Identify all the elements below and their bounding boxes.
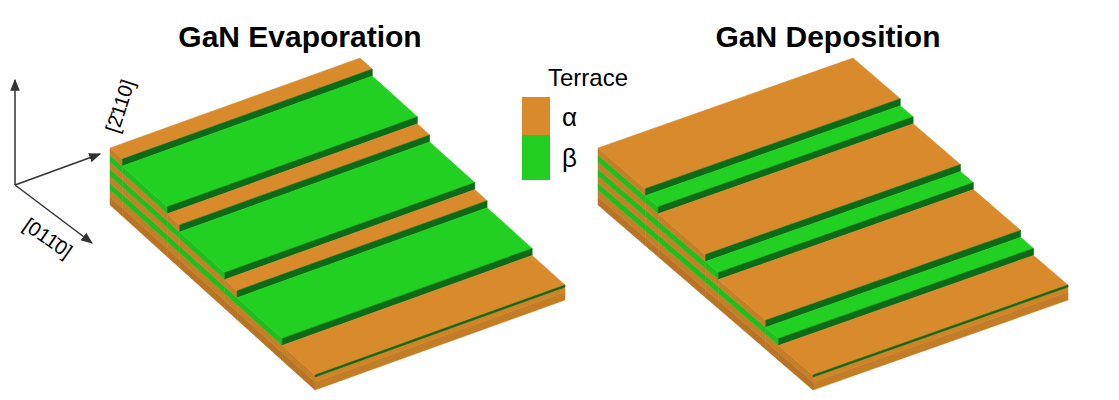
legend-swatch bbox=[522, 135, 550, 180]
axis-label: [2̄110] bbox=[101, 77, 139, 135]
front-face bbox=[315, 292, 565, 390]
panel-title: GaN Evaporation bbox=[178, 20, 421, 53]
legend-label: α bbox=[562, 103, 577, 132]
axis-arrow bbox=[15, 154, 100, 185]
step-riser bbox=[813, 285, 1068, 377]
axis-arrow bbox=[14, 80, 16, 185]
step-riser bbox=[315, 285, 565, 377]
legend-swatch bbox=[522, 97, 550, 135]
legend-label: β bbox=[562, 144, 577, 173]
front-face-layer bbox=[315, 285, 565, 382]
panel-title: GaN Deposition bbox=[715, 20, 940, 53]
legend-title: Terrace bbox=[548, 65, 628, 91]
axis-label: [011̄0] bbox=[20, 213, 77, 262]
front-face-layer bbox=[813, 285, 1068, 382]
front-face bbox=[813, 292, 1068, 390]
